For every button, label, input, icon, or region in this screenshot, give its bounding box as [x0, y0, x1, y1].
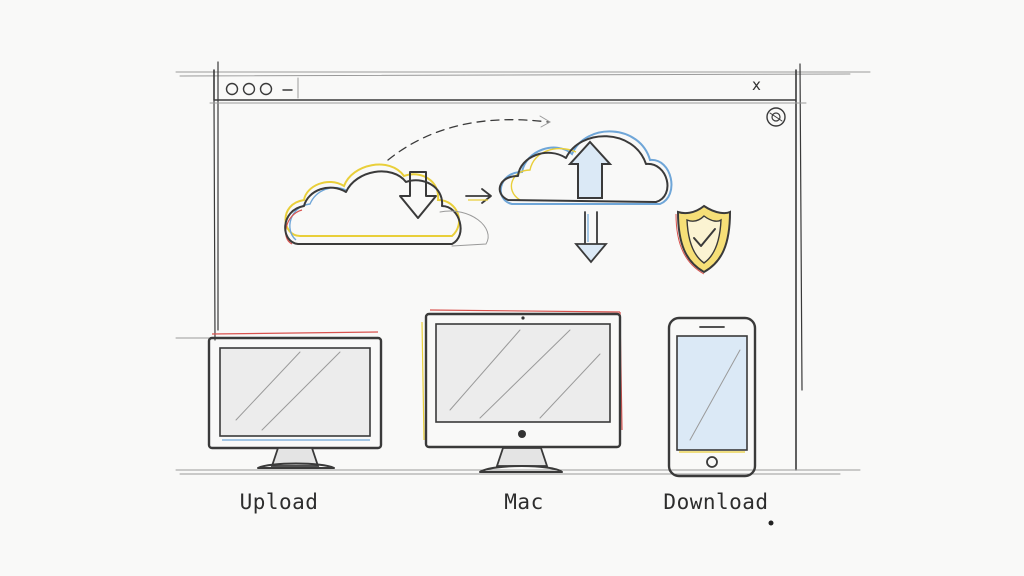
device-label-download: Download	[663, 490, 769, 514]
monitor-icon[interactable]	[207, 331, 383, 469]
apple-logo-icon	[518, 430, 526, 438]
settings-badge-icon[interactable]	[766, 107, 786, 127]
window-control-2[interactable]	[242, 82, 256, 96]
close-button[interactable]: x	[752, 76, 761, 94]
cloud-download-icon	[284, 163, 489, 247]
sync-arrow-icon	[387, 119, 549, 161]
device-label-upload: Upload	[239, 490, 319, 514]
transfer-arrows-icon	[574, 211, 608, 264]
device-label-mac: Mac	[504, 490, 544, 514]
cloud-upload-icon	[498, 130, 673, 205]
arrow-right-icon	[465, 188, 492, 204]
smartphone-icon[interactable]	[667, 316, 757, 478]
imac-icon[interactable]	[421, 309, 623, 473]
window-control-3[interactable]	[259, 82, 273, 96]
shield-check-icon	[675, 204, 732, 275]
window-control-1[interactable]	[225, 82, 239, 96]
browser-window	[175, 61, 871, 475]
home-button-icon[interactable]	[706, 456, 718, 468]
